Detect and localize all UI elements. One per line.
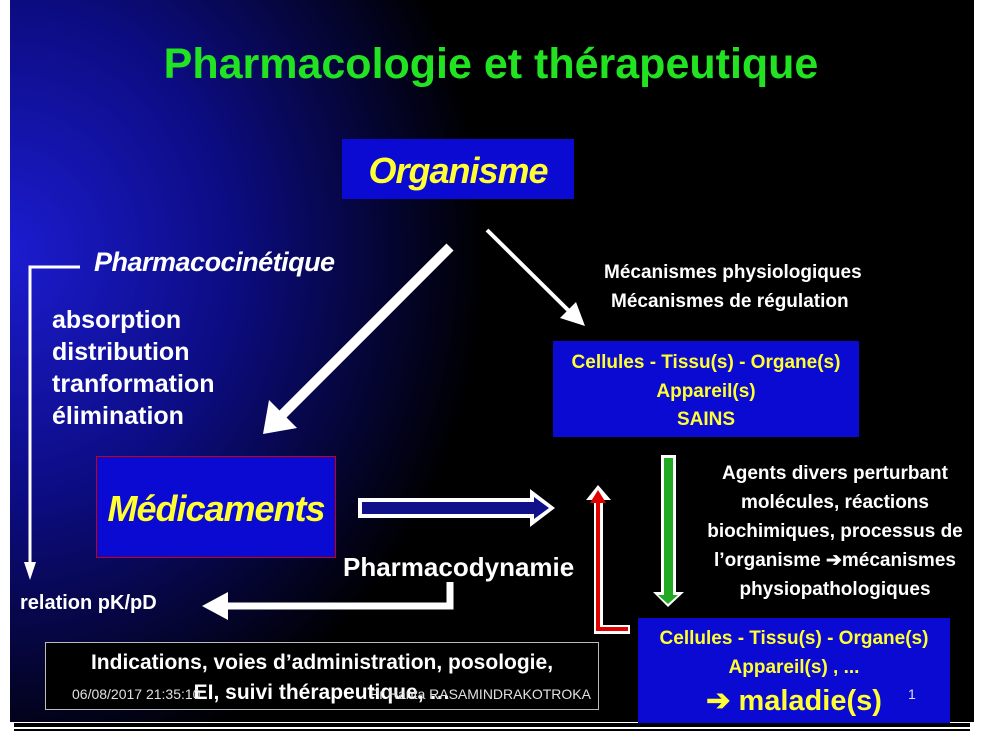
bottom-rule-thin <box>14 729 970 731</box>
arrow-medicaments-to-pharmacodynamie <box>358 489 555 527</box>
arrow-red-up <box>586 485 630 634</box>
footer-author: Pr Hanta RASAMINDRAKOTROKA <box>370 686 591 702</box>
arrow-pharmacocinetique-to-relation <box>24 265 80 580</box>
pk-item-elimination: élimination <box>52 402 184 430</box>
pk-item-transformation: tranformation <box>52 370 215 398</box>
footer-page-number: 1 <box>908 686 916 702</box>
medicaments-label: Médicaments <box>107 488 325 529</box>
slide-title: Pharmacologie et thérapeutique <box>163 40 819 88</box>
cellules-maladie-box <box>638 618 950 723</box>
pharmacodynamie-label: Pharmacodynamie <box>343 552 575 582</box>
arrow-organisme-to-cellules <box>485 228 585 326</box>
footer-date: 06/08/2017 21:35:10 <box>72 686 201 702</box>
arrow-pharmacodynamie-to-relation <box>202 582 454 620</box>
organisme-label: Organisme <box>368 150 548 191</box>
indications-box <box>45 642 599 710</box>
indications-line1: Indications, voies d’administration, pos… <box>90 651 554 674</box>
arrow-organisme-to-medicaments <box>263 243 454 434</box>
agents-perturbants-text: Agents divers perturbant molécules, réac… <box>707 463 963 600</box>
cellules-sains-line1: Cellules - Tissu(s) - Organe(s) <box>571 352 841 373</box>
maladie-label: ➔ maladie(s) <box>706 685 882 717</box>
pk-item-distribution: distribution <box>52 338 190 366</box>
cellules-sains-box <box>553 341 859 437</box>
organisme-box <box>342 139 574 199</box>
mecanismes-regulation: Mécanismes de régulation <box>611 291 849 312</box>
pharmacocinetique-label: Pharmacocinétique <box>94 247 335 277</box>
mecanismes-physiologiques: Mécanismes physiologiques <box>604 262 862 283</box>
medicaments-box <box>96 456 336 558</box>
cellules-maladie-line2: Appareil(s) , ... <box>728 657 860 678</box>
cellules-maladie-line1: Cellules - Tissu(s) - Organe(s) <box>659 628 929 649</box>
indications-line2: EI, suivi thérapeutique, … <box>193 681 451 704</box>
bottom-rule <box>14 723 970 727</box>
relation-pkpd-label: relation pK/pD <box>20 592 157 614</box>
cellules-sains-line3: SAINS <box>676 409 736 430</box>
cellules-sains-line2: Appareil(s) <box>656 381 756 402</box>
pk-item-absorption: absorption <box>52 306 182 334</box>
arrow-green-down <box>653 455 684 607</box>
